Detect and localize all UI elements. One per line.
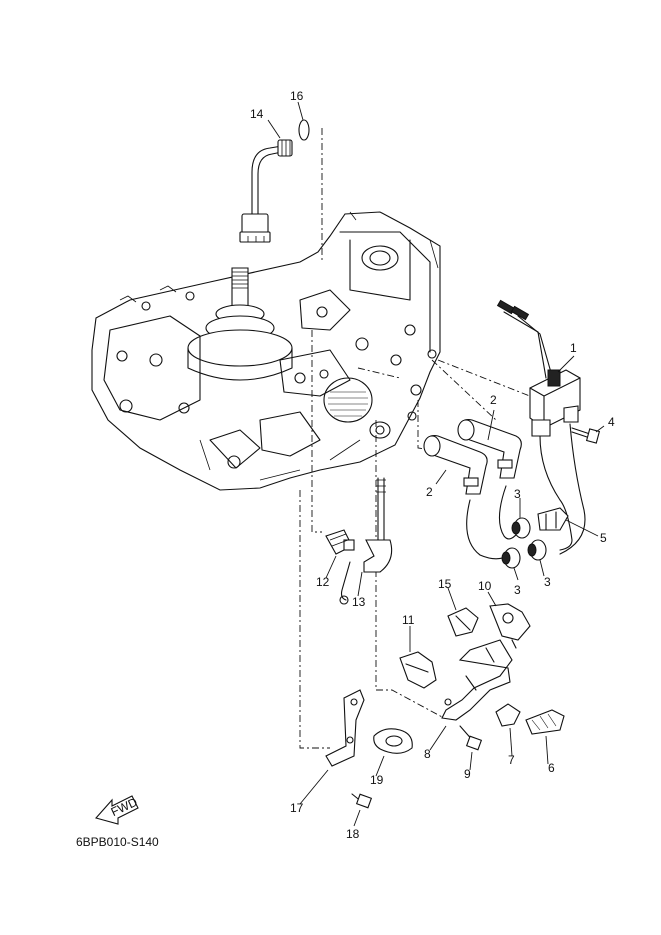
callout-1: 1: [570, 341, 577, 355]
part-17-bracket: [325, 689, 365, 767]
engine-block: [91, 211, 441, 491]
callout-7: 7: [508, 753, 515, 767]
callout-10: 10: [478, 579, 492, 593]
callout-12: 12: [316, 575, 330, 589]
callout-17: 17: [290, 801, 304, 815]
callout-3b: 3: [514, 583, 521, 597]
part-13-pilot-hose-joint: [339, 477, 393, 605]
callout-2b: 2: [426, 485, 433, 499]
part-14-lead-wire: [239, 139, 293, 243]
callout-3a: 3: [514, 487, 521, 501]
part-7-bushing: [495, 703, 521, 727]
part-12-thermo-switch: [325, 529, 355, 555]
part-3-grommet-a: [511, 517, 531, 539]
callout-11: 11: [402, 613, 415, 627]
callout-4: 4: [608, 415, 615, 429]
callout-9: 9: [464, 767, 471, 781]
callout-14: 14: [250, 107, 264, 121]
callout-6: 6: [548, 761, 555, 775]
callout-19: 19: [370, 773, 384, 787]
part-5-clamp: [537, 507, 569, 531]
part-15-clamp: [447, 607, 479, 637]
part-4-bolt: [571, 427, 601, 444]
part-2-plug-cap-a: [457, 419, 522, 479]
fwd-arrow: FWD: [94, 795, 140, 825]
diagram-code: 6BPB010-S140: [76, 835, 159, 849]
part-3-grommet-b: [501, 547, 521, 569]
callout-13: 13: [352, 595, 366, 609]
part-10-holder: [489, 603, 531, 649]
part-6-connector: [525, 709, 565, 735]
part-3-grommet-c: [527, 539, 547, 561]
callout-3c: 3: [544, 575, 551, 589]
callout-15: 15: [438, 577, 452, 591]
part-8-bracket: [441, 639, 513, 721]
part-9-bolt: [459, 725, 483, 751]
part-16-gasket: [298, 119, 310, 141]
callout-16: 16: [290, 89, 304, 103]
leader-lines: [267, 101, 605, 827]
ht-lead-1: [466, 499, 509, 560]
part-18-bolt: [351, 793, 373, 809]
callout-18: 18: [346, 827, 360, 841]
ht-lead-2: [498, 485, 521, 540]
callouts: 1 2 2 3 3 3 4 5 6 7 8 9 10 11 12 13 14 1…: [250, 89, 615, 841]
callout-8: 8: [424, 747, 431, 761]
callout-2a: 2: [490, 393, 497, 407]
part-1-ignition-coil: [496, 299, 586, 555]
part-19-clamp: [373, 728, 413, 754]
part-11-clip: [399, 651, 437, 689]
callout-5: 5: [600, 531, 607, 545]
part-2-plug-cap-b: [423, 435, 488, 495]
